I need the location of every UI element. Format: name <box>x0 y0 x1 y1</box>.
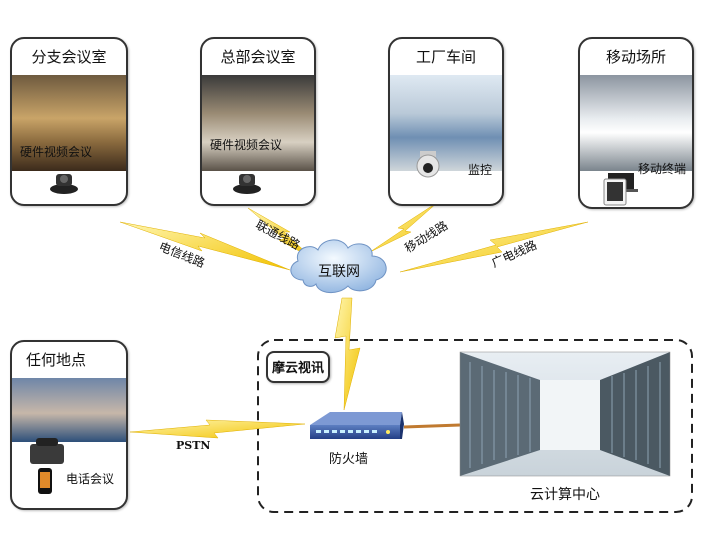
site-device-label: 监控 <box>468 163 493 177</box>
internet-cloud-icon <box>290 239 387 293</box>
internet-label: 互联网 <box>318 264 360 280</box>
pstn-link-bolt <box>129 419 306 439</box>
broadcast-link-bolt <box>399 221 589 273</box>
meeting-room-photo <box>12 75 126 171</box>
site-device-label: 硬件视频会议 <box>20 145 93 159</box>
datacenter-image <box>459 351 671 477</box>
site-card-hq[interactable]: 总部会议室 硬件视频会议 <box>200 37 316 206</box>
site-device-label: 电话会议 <box>66 472 115 486</box>
mobile-device-icons <box>603 173 638 206</box>
site-title: 任何地点 <box>26 351 87 369</box>
factory-floor-photo <box>390 75 502 171</box>
phone-devices-icon <box>30 438 64 494</box>
site-device-label: 硬件视频会议 <box>210 138 283 152</box>
site-title: 工厂车间 <box>415 48 476 66</box>
site-card-factory[interactable]: 工厂车间 监控 <box>388 37 504 206</box>
site-card-branch[interactable]: 分支会议室 硬件视频会议 <box>10 37 128 206</box>
firewall-cable <box>403 423 461 429</box>
site-card-mobile[interactable]: 移动场所 移动终端 <box>578 37 694 209</box>
datacenter-label: 云计算中心 <box>530 487 600 503</box>
internet-uplink-bolt <box>334 297 361 411</box>
conference-camera-icon <box>233 174 261 194</box>
firewall-label: 防火墙 <box>329 452 369 467</box>
high-speed-train-photo <box>580 75 692 171</box>
firewall-device-icon <box>310 412 404 439</box>
city-skyline-photo <box>12 378 126 442</box>
site-title: 移动场所 <box>605 48 666 66</box>
telecom-link-bolt <box>119 221 291 271</box>
site-title: 总部会议室 <box>220 48 296 66</box>
cloud-zone-title: 摩云视讯 <box>271 361 324 376</box>
pstn-link-label: PSTN <box>176 439 211 452</box>
site-title: 分支会议室 <box>31 48 107 66</box>
surveillance-camera-icon <box>416 151 440 178</box>
site-device-label: 移动终端 <box>638 162 687 176</box>
site-card-anywhere[interactable]: 任何地点 电话会议 <box>10 340 128 510</box>
cloud-zone-tag: 摩云视讯 <box>266 351 330 383</box>
conference-camera-icon <box>50 174 78 194</box>
meeting-room-photo <box>202 75 314 171</box>
